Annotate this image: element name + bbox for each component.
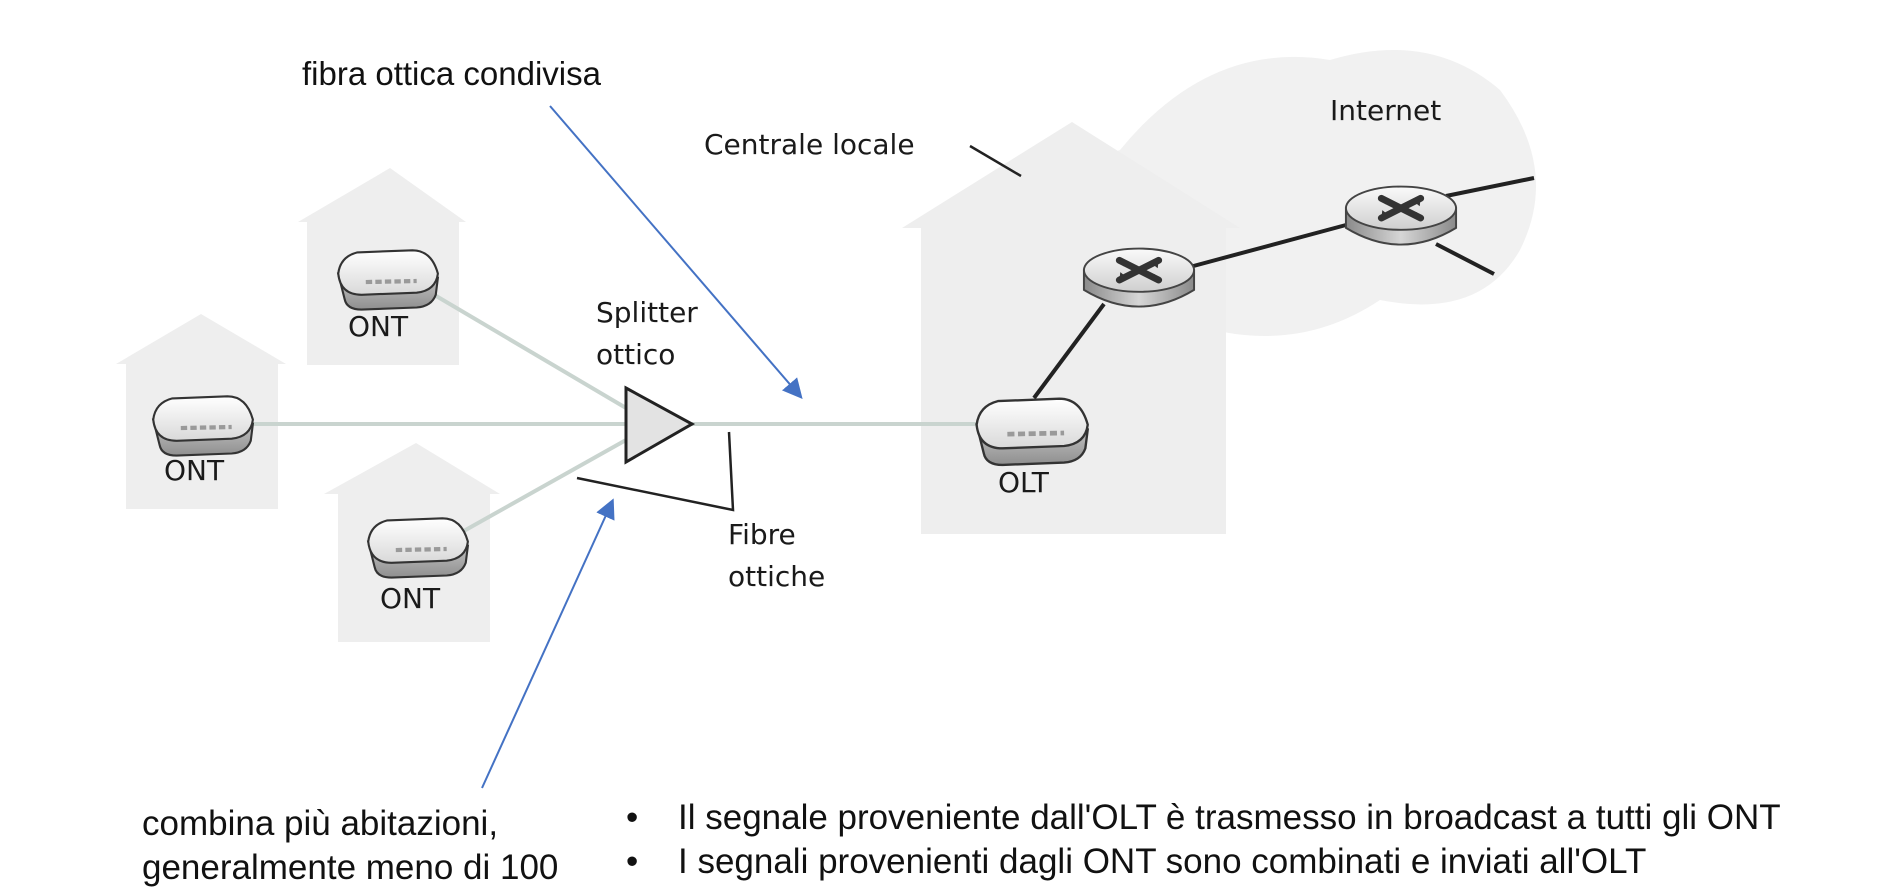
fiber-ont-top [424,288,628,410]
ont-device-icon [338,250,438,309]
link-router-router [1185,223,1347,270]
ont-device-icon [153,396,253,455]
bullet-item-combined: I segnali provenienti dagli ONT sono com… [620,840,1781,884]
link-router-out-1 [1445,176,1535,198]
splitter-note-line2: generalmente meno di 100 [142,848,559,887]
ont-device-icon [368,518,468,577]
olt-label: OLT [998,466,1049,499]
olt-device-icon [977,399,1088,465]
fiber-ont-bottom [461,438,627,534]
ont-label-top: ONT [348,310,409,343]
ont-label-middle: ONT [164,454,225,487]
router-icon [1346,187,1456,245]
ont-label-bottom: ONT [380,582,441,615]
splitter-note-arrow [481,498,615,789]
bullet-list: Il segnale proveniente dall'OLT è trasme… [620,796,1781,884]
link-olt-router [1032,302,1106,400]
bullet-item-broadcast: Il segnale proveniente dall'OLT è trasme… [620,796,1781,840]
link-router-out-2 [1435,242,1495,276]
splitter-note-line1: combina più abitazioni, [142,804,499,843]
optical-fibers-label-line2: ottiche [728,560,826,593]
shared-fiber-annotation: fibra ottica condivisa [302,55,601,92]
fiber-lines [250,288,986,534]
splitter-label-line1: Splitter [596,296,698,329]
network-lines [1032,176,1535,400]
splitter-label-line2: ottico [596,338,676,371]
shared-fiber-arrow [549,105,803,400]
central-office-leader [969,144,1022,178]
fibers-bracket [576,431,735,512]
internet-label: Internet [1330,94,1442,127]
central-office-label: Centrale locale [704,128,915,161]
optical-fibers-label-line1: Fibre [728,518,796,551]
splitter-triangle-icon [624,385,696,465]
router-icon [1084,249,1194,307]
